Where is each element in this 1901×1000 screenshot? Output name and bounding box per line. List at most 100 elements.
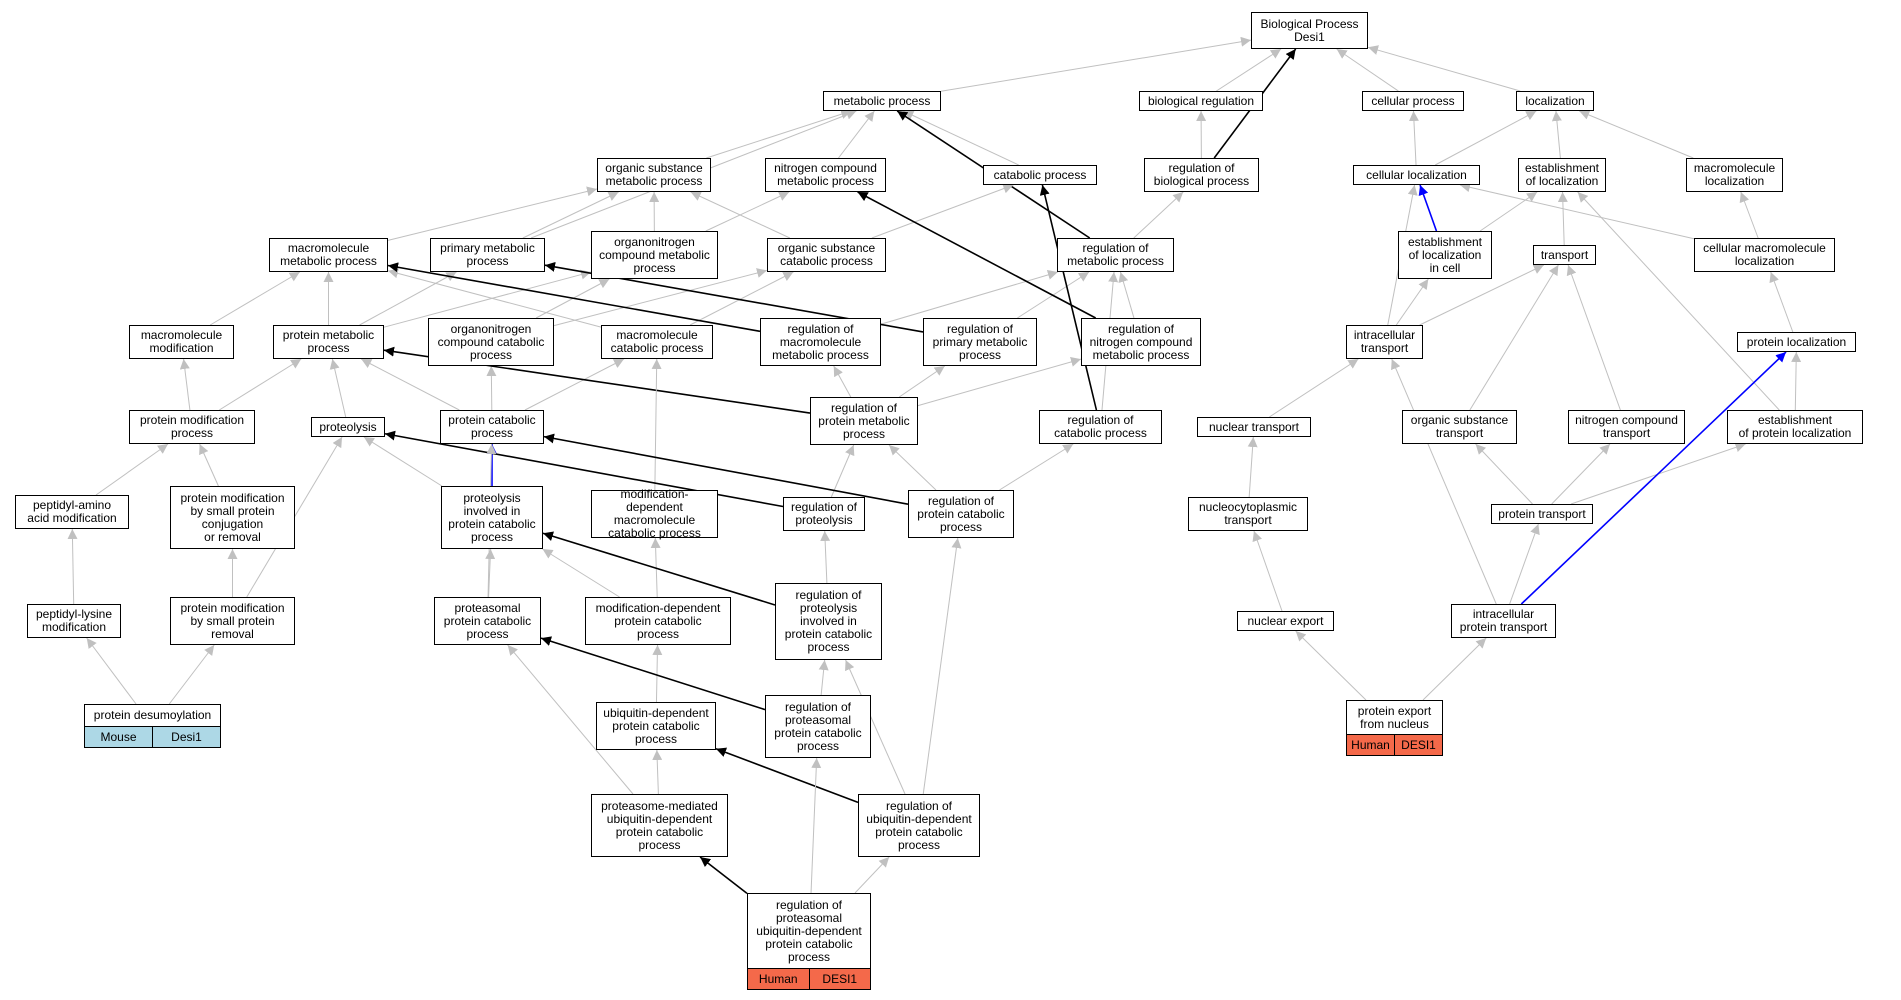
edge-protmodproc-to-protmet [219, 358, 302, 411]
edge-orgsubcat-to-catabolic [871, 183, 1014, 239]
go-term-node-estprotloc[interactable]: establishment of protein localization [1727, 410, 1863, 444]
edge-regprotmet-to-regprimmet [898, 365, 946, 398]
go-term-node-moddepprotcat[interactable]: modification-dependent protein catabolic… [585, 597, 731, 645]
edge-intraprottrans-to-intratrans [1391, 358, 1497, 605]
go-term-node-proteasomeubiq[interactable]: proteasome-mediated ubiquitin-dependent … [591, 794, 728, 857]
term-label: protein desumoylation [93, 708, 212, 722]
go-term-node-cellmacroloc[interactable]: cellular macromolecule localization [1694, 238, 1835, 272]
go-term-node-regubiqdepcat[interactable]: regulation of ubiquitin-dependent protei… [858, 794, 980, 857]
go-term-node-intraprottrans[interactable]: intracellular protein transport [1451, 604, 1556, 638]
go-term-node-protmodsmallconj[interactable]: protein modification by small protein co… [170, 486, 295, 549]
go-term-node-orgsubcat[interactable]: organic substance catabolic process [767, 238, 886, 272]
edge-protmet-to-primmet [359, 271, 457, 326]
edge-ubiqdepcat-to-moddepprotcat [652, 644, 663, 703]
go-term-node-cellproc[interactable]: cellular process [1362, 91, 1464, 111]
go-term-node-regbio[interactable]: regulation of biological process [1144, 158, 1259, 192]
gene-label: DESI1 [1394, 735, 1442, 755]
edge-proteasomalcat-to-proteolysisinv [485, 548, 496, 598]
edge-moddepprotcat-to-proteolysisinv [542, 548, 620, 598]
edge-regcat-to-catabolic [1039, 184, 1098, 411]
go-term-node-nucleocyto[interactable]: nucleocytoplasmic transport [1188, 497, 1308, 531]
go-term-node-orgsubmet[interactable]: organic substance metabolic process [597, 158, 711, 192]
annotated-term-node-regproteasomalubiq[interactable]: regulation of proteasomal ubiquitin-depe… [747, 893, 871, 990]
edge-regubiqdepcat-to-regprotcat [922, 537, 962, 795]
edge-proteolysis-to-protmet [329, 358, 347, 418]
go-term-node-regprimmet[interactable]: regulation of primary metabolic process [923, 318, 1037, 366]
edge-cellproc-to-root [1336, 48, 1399, 92]
go-term-node-regprotmet[interactable]: regulation of protein metabolic process [810, 397, 918, 445]
go-term-node-nuclexport[interactable]: nuclear export [1237, 611, 1334, 631]
edge-nuclexport-to-nucleocyto [1252, 530, 1283, 612]
edge-moddepmacrocat-to-macrocat [651, 358, 662, 491]
go-term-node-nitrotrans[interactable]: nitrogen compound transport [1568, 410, 1685, 444]
go-term-node-macromod[interactable]: macromolecule modification [129, 325, 234, 359]
go-term-node-macromet[interactable]: macromolecule metabolic process [269, 238, 388, 272]
go-term-node-regmet[interactable]: regulation of metabolic process [1057, 238, 1174, 272]
edge-regprotcat-to-protcat [543, 433, 909, 505]
go-term-node-regproteolysis[interactable]: regulation of proteolysis [783, 497, 865, 531]
go-term-node-protcat[interactable]: protein catabolic process [440, 410, 544, 444]
edge-cellloc-to-cellproc [1408, 110, 1419, 166]
go-term-node-protmet[interactable]: protein metabolic process [273, 325, 384, 359]
go-term-node-estloc[interactable]: establishment of localization [1518, 158, 1606, 192]
go-term-node-regnitromet[interactable]: regulation of nitrogen compound metaboli… [1081, 318, 1201, 366]
go-term-node-transport[interactable]: transport [1533, 245, 1596, 265]
go-term-node-peptlysmod[interactable]: peptidyl-lysine modification [27, 604, 121, 638]
edge-intratrans-to-estloccell [1395, 278, 1429, 326]
edge-cellmacroloc-to-macroloc [1739, 191, 1759, 239]
go-term-node-metabolic[interactable]: metabolic process [823, 91, 941, 111]
go-term-node-regproteolysisinv[interactable]: regulation of proteolysis involved in pr… [775, 583, 882, 660]
edge-regmacromet-to-regmet [880, 270, 1058, 325]
go-term-node-organonmet[interactable]: organonitrogen compound metabolic proces… [591, 231, 718, 279]
go-term-node-ubiqdepcat[interactable]: ubiquitin-dependent protein catabolic pr… [596, 702, 716, 750]
go-term-node-peptaminomod[interactable]: peptidyl-amino acid modification [15, 495, 129, 529]
edge-regubiqdepcat-to-regproteolysisinv [845, 659, 906, 795]
edge-primmet-to-orgsubmet [522, 191, 619, 239]
edge-regubiqdepcat-to-ubiqdepcat [715, 747, 859, 804]
go-term-node-intratrans[interactable]: intracellular transport [1346, 325, 1423, 359]
go-term-node-regmacromet[interactable]: regulation of macromolecule metabolic pr… [760, 318, 881, 366]
edge-nitrotrans-to-transport [1566, 264, 1621, 411]
edge-macroloc-to-localization [1579, 110, 1694, 159]
go-term-node-macrocat[interactable]: macromolecule catabolic process [601, 325, 713, 359]
go-term-node-orgsubtrans[interactable]: organic substance transport [1402, 410, 1517, 444]
go-term-node-protloc[interactable]: protein localization [1737, 332, 1856, 352]
go-term-node-root[interactable]: Biological Process Desi1 [1251, 12, 1368, 49]
go-term-node-protmodsmallrem[interactable]: protein modification by small protein re… [170, 597, 295, 645]
species-label: Human [1347, 735, 1394, 755]
edge-cellmacroloc-to-cellloc [1459, 182, 1695, 240]
go-term-node-nitrogenmet[interactable]: nitrogen compound metabolic process [765, 158, 886, 192]
go-term-node-regcat[interactable]: regulation of catabolic process [1039, 410, 1162, 444]
go-term-node-localization[interactable]: localization [1516, 91, 1594, 111]
edge-macromet-to-orgsubmet [387, 186, 598, 241]
edge-protmodproc-to-macromod [179, 358, 191, 411]
edge-prottrans-to-nitrotrans [1551, 443, 1611, 505]
edge-regproteasomalubiq-to-proteasomeubiq [699, 856, 748, 895]
go-term-node-organoncat[interactable]: organonitrogen compound catabolic proces… [428, 318, 554, 366]
go-term-node-catabolic[interactable]: catabolic process [983, 165, 1097, 185]
go-term-node-regproteasomalcat[interactable]: regulation of proteasomal protein catabo… [765, 695, 871, 758]
go-term-node-nucltrans[interactable]: nuclear transport [1197, 417, 1311, 437]
go-term-node-estloccell[interactable]: establishment of localization in cell [1398, 231, 1492, 279]
go-term-node-regprotcat[interactable]: regulation of protein catabolic process [908, 490, 1014, 538]
edge-estprotloc-to-protloc [1791, 351, 1802, 411]
go-term-node-proteolysis[interactable]: proteolysis [311, 417, 385, 437]
go-term-node-moddepmacrocat[interactable]: modification-dependent macromolecule cat… [591, 488, 718, 540]
go-term-node-proteolysisinv[interactable]: proteolysis involved in protein cataboli… [441, 486, 543, 549]
edge-regproteolysis-to-regprotmet [830, 444, 855, 498]
go-term-node-bioreg[interactable]: biological regulation [1139, 91, 1263, 111]
gene-label: DESI1 [808, 969, 870, 989]
edge-regprotcat-to-regcat [999, 443, 1074, 491]
edge-regnitromet-to-nitrogenmet [857, 191, 1097, 319]
go-term-node-protmodproc[interactable]: protein modification process [129, 410, 255, 444]
go-term-node-prottrans[interactable]: protein transport [1491, 504, 1593, 524]
go-term-node-proteasomalcat[interactable]: proteasomal protein catabolic process [434, 597, 541, 645]
go-term-node-macroloc[interactable]: macromolecule localization [1686, 158, 1783, 192]
species-label: Mouse [85, 727, 152, 747]
go-term-node-cellloc[interactable]: cellular localization [1353, 165, 1480, 185]
go-term-node-primmet[interactable]: primary metabolic process [430, 238, 545, 272]
